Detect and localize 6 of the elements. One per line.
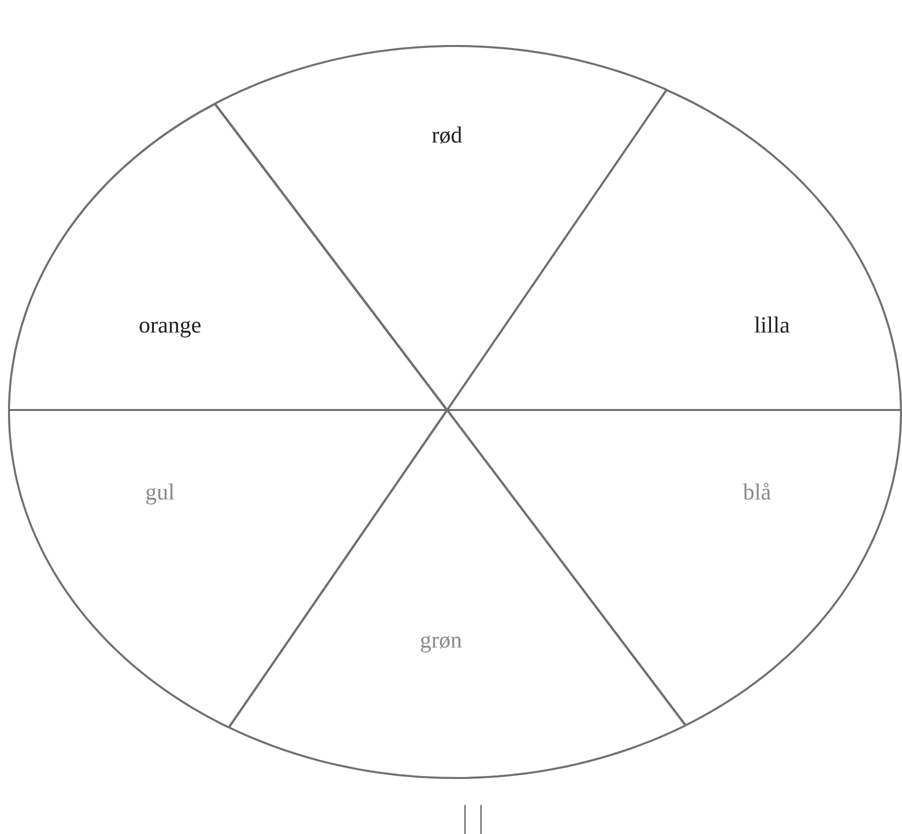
sector-label: rød (432, 123, 462, 146)
sector-label: orange (138, 313, 202, 336)
sector-label: grøn (420, 628, 462, 652)
sector-label: blå (742, 480, 772, 504)
sector-label: lilla (754, 313, 790, 336)
sector-label: gul (145, 480, 175, 504)
